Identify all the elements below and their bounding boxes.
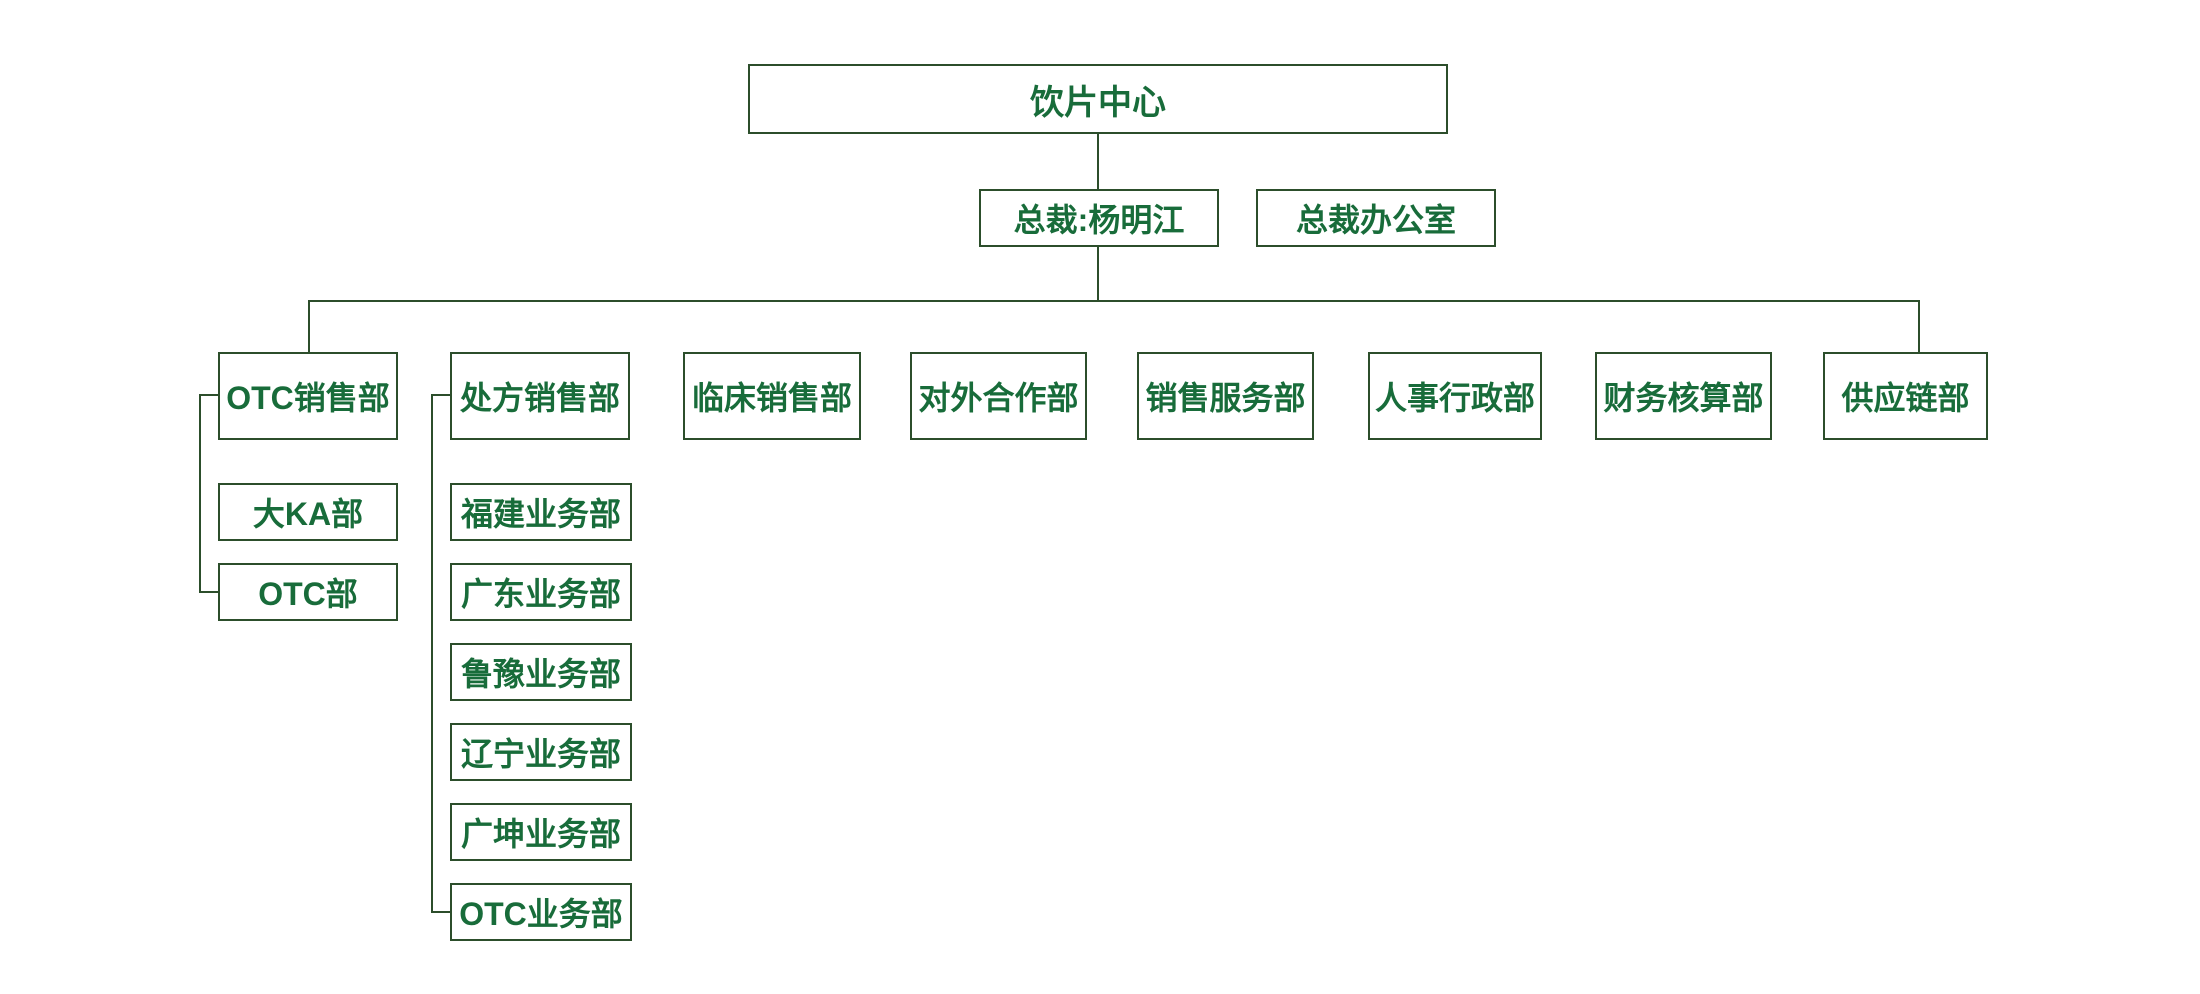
org-node-dept-finance-accounting: 财务核算部 [1595, 352, 1772, 440]
org-node-dept-external-cooperation: 对外合作部 [910, 352, 1087, 440]
org-node-root: 饮片中心 [748, 64, 1448, 134]
org-node-president-office: 总裁办公室 [1256, 189, 1496, 247]
org-node-dept-hr-admin: 人事行政部 [1368, 352, 1542, 440]
connector-rx-bracket-stub-bottom [431, 911, 450, 913]
org-node-president: 总裁:杨明江 [979, 189, 1219, 247]
org-node-luyu-business: 鲁豫业务部 [450, 643, 632, 701]
org-node-dept-clinical-sales: 临床销售部 [683, 352, 861, 440]
org-node-guangkun-business: 广坤业务部 [450, 803, 632, 861]
org-node-liaoning-business: 辽宁业务部 [450, 723, 632, 781]
org-node-big-ka: 大KA部 [218, 483, 398, 541]
org-node-dept-supply-chain: 供应链部 [1823, 352, 1988, 440]
connector-president-to-spine [1097, 247, 1099, 300]
org-node-guangdong-business: 广东业务部 [450, 563, 632, 621]
org-node-dept-prescription-sales: 处方销售部 [450, 352, 630, 440]
connector-spine-horizontal [308, 300, 1920, 302]
org-node-otc-business: OTC业务部 [450, 883, 632, 941]
connector-otc-bracket-stub-bottom [199, 591, 218, 593]
connector-rx-bracket-vertical [431, 394, 433, 913]
org-node-fujian-business: 福建业务部 [450, 483, 632, 541]
org-node-otc: OTC部 [218, 563, 398, 621]
connector-spine-drop-otc-sales [308, 300, 310, 352]
connector-otc-bracket-vertical [199, 394, 201, 593]
connector-root-to-president [1097, 134, 1099, 189]
connector-otc-bracket-stub-top [199, 394, 218, 396]
connector-spine-drop-supply-chain [1918, 300, 1920, 352]
connector-rx-bracket-stub-top [431, 394, 450, 396]
org-node-dept-sales-service: 销售服务部 [1137, 352, 1314, 440]
org-node-dept-otc-sales: OTC销售部 [218, 352, 398, 440]
